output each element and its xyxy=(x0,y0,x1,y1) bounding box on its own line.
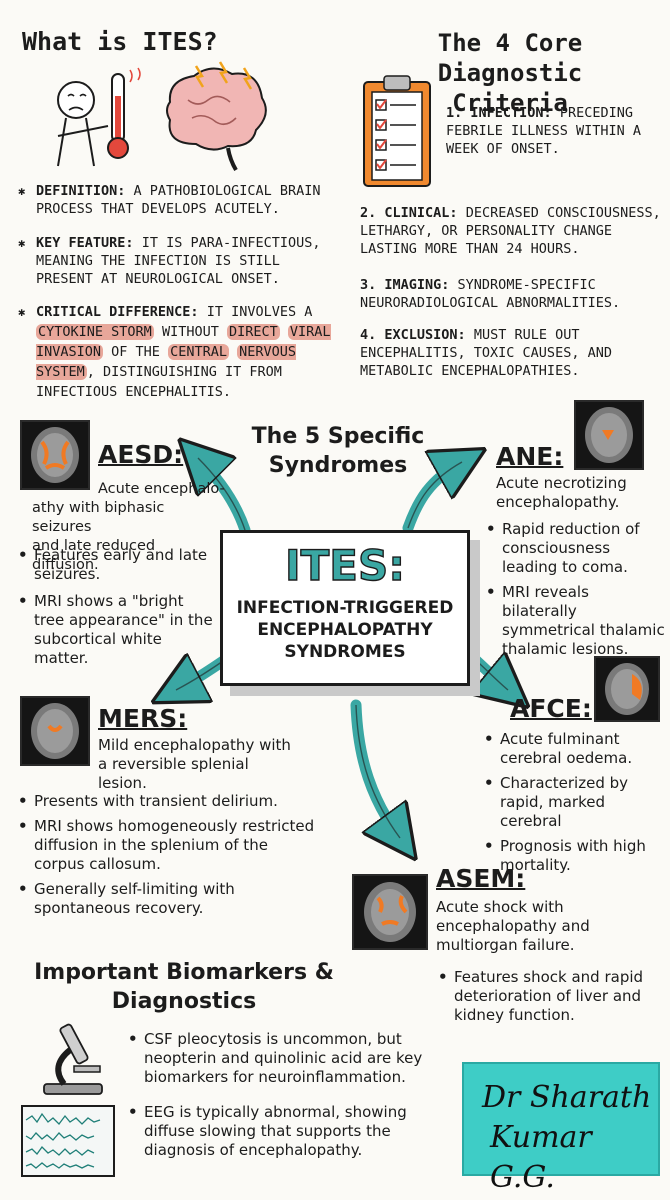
criteria-title: The 4 Core Diagnostic Criteria xyxy=(437,29,583,117)
asem-title: ASEM: xyxy=(436,864,526,893)
criterion-1: 1. INFECTION: Preceding febrile illness … xyxy=(446,105,642,157)
biomarkers-bullets: CSF pleocytosis is uncommon, but neopter… xyxy=(128,1030,428,1160)
afce-title: AFCE: xyxy=(510,694,592,723)
afce-mri-scan-icon xyxy=(594,656,660,722)
center-line-3: SYNDROMES xyxy=(284,642,406,662)
key-feature-block: KEY FEATURE: It is para-infectious, mean… xyxy=(18,234,340,288)
definition-text: A pathobiological brain process that dev… xyxy=(36,183,321,217)
ane-mri-scan-icon xyxy=(574,400,644,470)
clipboard-checklist-icon xyxy=(363,75,431,187)
ane-bullet-1: Rapid reduction of consciousness leading… xyxy=(486,520,666,577)
biomarker-bullet-1: CSF pleocytosis is uncommon, but neopter… xyxy=(128,1030,428,1087)
sick-person-thermometer-icon xyxy=(57,67,141,167)
eeg-monitor-icon xyxy=(21,1105,115,1177)
brain-lightning-icon xyxy=(166,61,267,172)
afce-bullets: Acute fulminant cerebral oedema. Charact… xyxy=(484,730,666,875)
mers-title: MERS: xyxy=(98,704,188,733)
highlight-central: central xyxy=(168,344,229,360)
center-title: ITES: xyxy=(284,540,405,590)
aesd-bullets: Features early and late seizures. MRI sh… xyxy=(18,546,218,668)
asem-bullets: Features shock and rapid deterioration o… xyxy=(438,968,660,1025)
critical-difference-block: CRITICAL DIFFERENCE: It involves a cytok… xyxy=(18,302,343,402)
criterion-2: 2. CLINICAL: Decreased consciousness, le… xyxy=(360,205,661,257)
biomarker-bullet-2: EEG is typically abnormal, showing diffu… xyxy=(128,1103,428,1160)
center-line-1: INFECTION-TRIGGERED xyxy=(236,598,454,618)
signature-line-2: Kumar G.G. xyxy=(490,1120,592,1195)
key-feature-label: KEY FEATURE: xyxy=(36,235,134,251)
highlight-direct: direct xyxy=(226,324,280,340)
ane-desc: Acute necrotizing encephalopathy. xyxy=(496,474,627,511)
mers-mri-scan-icon xyxy=(20,696,90,766)
center-line-2: ENCEPHALOPATHY xyxy=(257,620,433,640)
arrow-to-asem xyxy=(350,699,400,838)
key-feature-text: It is para-infectious, meaning the infec… xyxy=(36,235,321,287)
critical-label: CRITICAL DIFFERENCE: xyxy=(36,304,199,320)
aesd-bullet-2: MRI shows a "bright tree appearance" in … xyxy=(18,592,218,668)
ane-title: ANE: xyxy=(496,442,564,471)
highlight-cytokine-storm: cytokine storm xyxy=(36,324,154,340)
mers-bullets: Presents with transient delirium. MRI sh… xyxy=(18,792,318,918)
definition-block: DEFINITION: A pathobiological brain proc… xyxy=(18,182,338,218)
criterion-3: 3. IMAGING: Syndrome-specific neuroradio… xyxy=(360,277,621,311)
what-is-title: What is ITES? xyxy=(22,27,218,56)
asem-desc: Acute shock with encephalopathy and mult… xyxy=(436,898,590,954)
asem-bullet-1: Features shock and rapid deterioration o… xyxy=(438,968,660,1025)
biomarkers-title: Important Biomarkers & Diagnostics xyxy=(34,960,334,1014)
definition-label: DEFINITION: xyxy=(36,183,126,199)
mers-desc: Mild encephalopathy with a reversible sp… xyxy=(98,736,291,792)
mers-bullet-1: Presents with transient delirium. xyxy=(18,792,318,811)
signature-badge: Dr Sharath Kumar G.G. xyxy=(462,1062,660,1195)
asem-mri-scan-icon xyxy=(352,874,428,950)
signature-line-1: Dr Sharath xyxy=(482,1080,652,1115)
ane-bullet-2: MRI reveals bilaterally symmetrical thal… xyxy=(486,583,666,659)
afce-bullet-2: Characterized by rapid, marked cerebral xyxy=(484,774,666,831)
aesd-bullet-1: Features early and late seizures. xyxy=(18,546,218,584)
aesd-title: AESD: xyxy=(98,440,184,469)
ane-bullets: Rapid reduction of consciousness leading… xyxy=(486,520,666,659)
center-ites-box: ITES: INFECTION-TRIGGERED ENCEPHALOPATHY… xyxy=(220,530,470,686)
microscope-icon xyxy=(43,1023,103,1095)
afce-bullet-1: Acute fulminant cerebral oedema. xyxy=(484,730,666,768)
aesd-mri-scan-icon xyxy=(20,420,90,490)
mers-bullet-3: Generally self-limiting with spontaneous… xyxy=(18,880,318,918)
criterion-4: 4. EXCLUSION: Must rule out encephalitis… xyxy=(360,327,612,379)
afce-bullet-3: Prognosis with high mortality. xyxy=(484,837,666,875)
specific-syndromes-title: The 5 Specific Syndromes xyxy=(251,424,425,478)
mers-bullet-2: MRI shows homogeneously restricted diffu… xyxy=(18,817,318,874)
